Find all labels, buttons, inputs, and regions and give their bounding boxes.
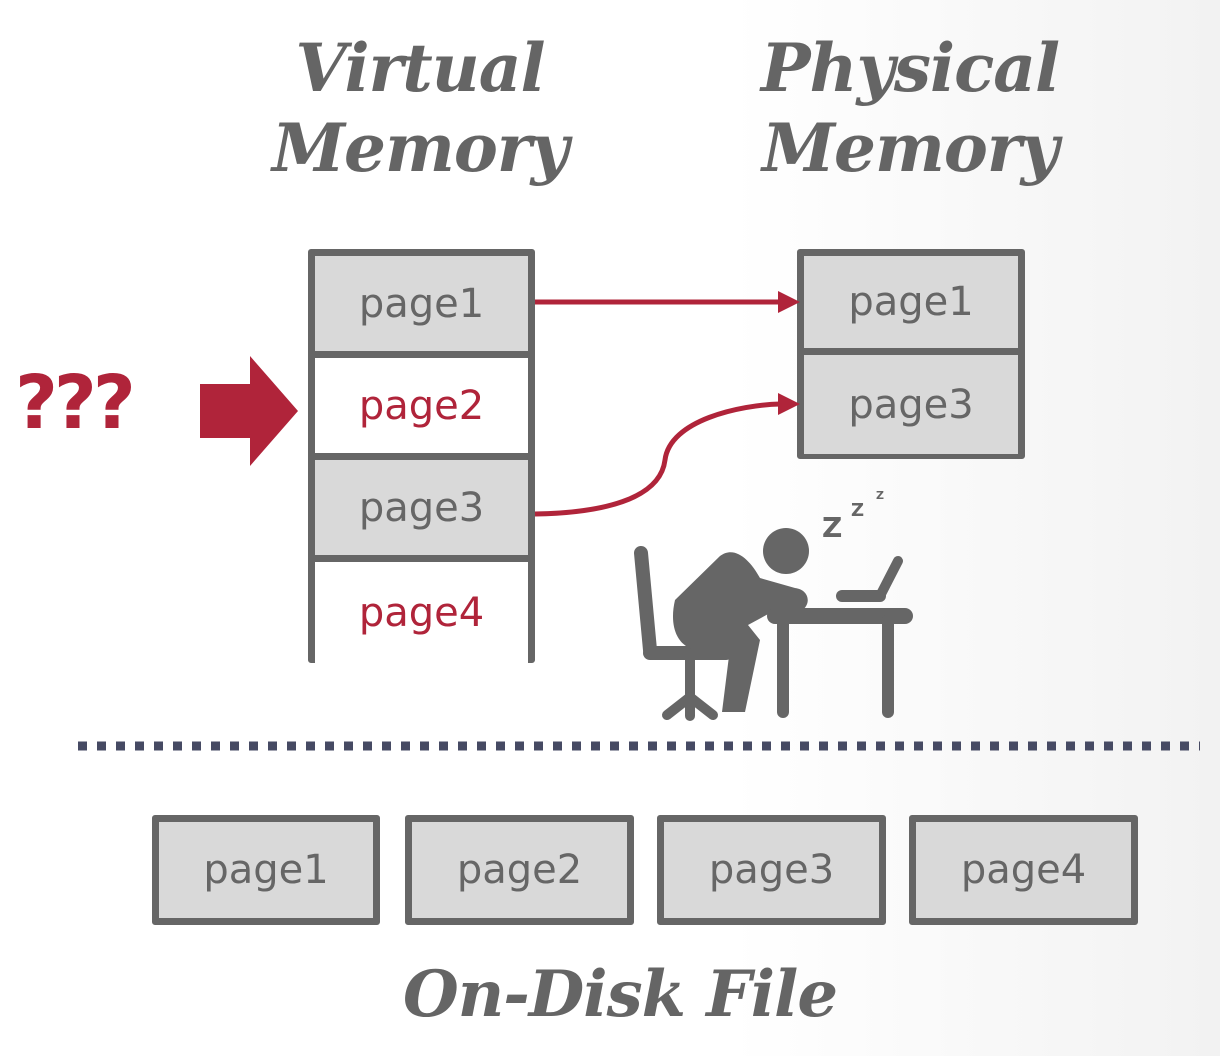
physical-memory-stack: page1 page3 bbox=[797, 249, 1025, 459]
snore-z-small: Z bbox=[876, 489, 884, 502]
sleeping-at-desk-icon: Z Z Z bbox=[634, 489, 913, 721]
snore-z-large: Z bbox=[822, 511, 842, 544]
title-physical-line-2: Memory bbox=[761, 109, 1059, 187]
title-physical-line-1: Physical bbox=[760, 29, 1060, 107]
virtual-page-3: page3 bbox=[315, 460, 528, 562]
virtual-page-2: page2 bbox=[315, 358, 528, 460]
mapping-arrow-page1 bbox=[535, 291, 800, 313]
question-marks: ??? bbox=[15, 360, 136, 446]
disk-page-3: page3 bbox=[657, 815, 886, 925]
title-virtual-line-1: Virtual bbox=[295, 29, 545, 107]
virtual-page-4: page4 bbox=[315, 562, 528, 664]
on-disk-file-title: On-Disk File bbox=[402, 957, 838, 1032]
physical-page-2: page3 bbox=[804, 355, 1018, 454]
pointer-arrow-icon bbox=[200, 356, 298, 466]
virtual-page-1: page1 bbox=[315, 256, 528, 358]
virtual-memory-stack: page1 page2 page3 page4 bbox=[308, 249, 535, 664]
title-virtual-line-2: Memory bbox=[271, 109, 569, 187]
physical-page-1: page1 bbox=[804, 256, 1018, 355]
snore-z-medium: Z bbox=[851, 500, 864, 521]
disk-page-1: page1 bbox=[152, 815, 380, 925]
disk-page-2: page2 bbox=[405, 815, 634, 925]
disk-page-4: page4 bbox=[909, 815, 1138, 925]
mapping-arrow-page3 bbox=[534, 393, 800, 517]
